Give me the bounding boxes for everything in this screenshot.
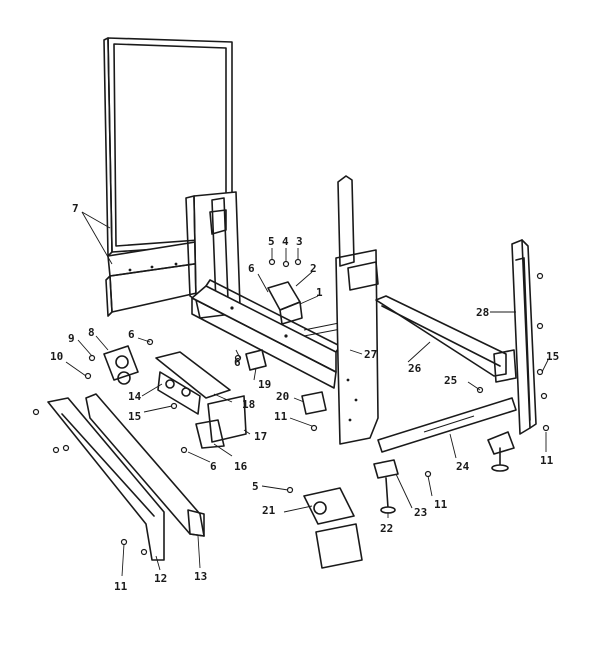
clip-part-16 [195, 419, 225, 449]
hinge-bracket-part-14 [155, 351, 231, 415]
callout-6: 6 [248, 262, 255, 275]
leveler-foot-part-22 [373, 459, 399, 514]
bracket-part-19 [245, 349, 267, 371]
callout-21: 21 [262, 504, 276, 517]
bracket-part-20 [301, 391, 327, 415]
hinge-assembly-part-21 [303, 487, 363, 569]
horizontal-rail [191, 279, 347, 389]
callout-10: 10 [50, 350, 63, 363]
callout-8: 8 [88, 326, 95, 339]
callout-5: 5 [268, 235, 275, 248]
right-panel-part-27 [335, 175, 379, 445]
leveler-foot-right [487, 431, 515, 472]
callout-26: 26 [408, 362, 422, 375]
hinge-assembly-part-8 [103, 345, 139, 385]
callout-25: 25 [444, 374, 457, 387]
callout-3: 3 [296, 235, 303, 248]
base-bar-part-12 [47, 397, 165, 561]
screws [32, 258, 550, 556]
callout-15: 15 [128, 410, 141, 423]
callout-13: 13 [194, 570, 207, 583]
callout-9: 9 [68, 332, 75, 345]
callout-11: 11 [540, 454, 554, 467]
callout-12: 12 [154, 572, 167, 585]
callout-11: 11 [114, 580, 128, 593]
callout-24: 24 [456, 460, 470, 473]
callout-5: 5 [252, 480, 259, 493]
tall-rail-part-28 [511, 239, 537, 435]
callout-17: 17 [254, 430, 267, 443]
callout-22: 22 [380, 522, 393, 535]
callout-27: 27 [364, 348, 377, 361]
callout-20: 20 [276, 390, 289, 403]
callout-11: 11 [274, 410, 288, 423]
diagonal-rail-part-26 [375, 295, 517, 383]
callout-14: 14 [128, 390, 142, 403]
callout-7: 7 [72, 202, 79, 215]
callout-18: 18 [242, 398, 255, 411]
box-part-2 [267, 281, 303, 325]
lower-bar-part-24 [377, 397, 517, 453]
callout-labels: 7 5 4 3 6 2 1 28 9 8 6 10 6 19 27 26 15 … [50, 202, 559, 593]
callout-6: 6 [128, 328, 135, 341]
callout-1: 1 [316, 286, 323, 299]
leader-lines [65, 211, 549, 577]
plate-part-17 [207, 395, 247, 443]
base-bar-part-13 [85, 393, 205, 537]
callout-11: 11 [434, 498, 448, 511]
callout-23: 23 [414, 506, 427, 519]
callout-28: 28 [476, 306, 489, 319]
callout-15: 15 [546, 350, 559, 363]
callout-19: 19 [258, 378, 271, 391]
callout-6: 6 [234, 356, 241, 369]
callout-4: 4 [282, 235, 289, 248]
callout-6: 6 [210, 460, 217, 473]
callout-16: 16 [234, 460, 248, 473]
callout-2: 2 [310, 262, 317, 275]
